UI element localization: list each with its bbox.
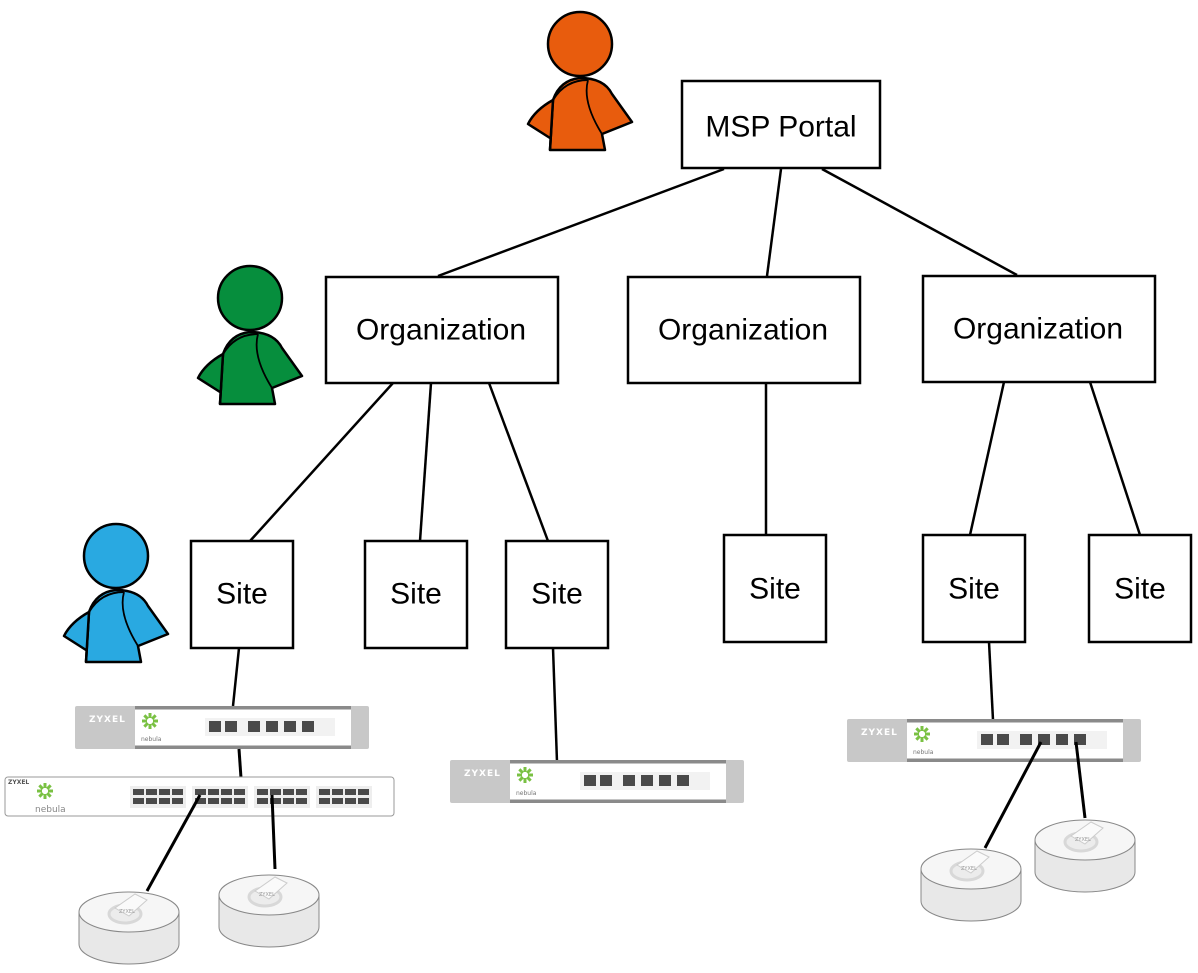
switch-port bbox=[172, 798, 183, 804]
access-point-device: ZYXEL bbox=[77, 890, 181, 966]
cable-switch-ap2 bbox=[270, 794, 277, 870]
site-node: Site bbox=[504, 539, 610, 650]
product-label: nebula bbox=[516, 790, 537, 797]
switch-port bbox=[221, 789, 232, 795]
edge-site5-gateway bbox=[987, 641, 995, 721]
switch-port bbox=[234, 789, 245, 795]
switch-port bbox=[208, 798, 219, 804]
switch-port bbox=[195, 798, 206, 804]
org-user-icon bbox=[196, 264, 304, 406]
edge-portal-org3 bbox=[821, 167, 1018, 277]
organization-label: Organization bbox=[953, 313, 1123, 346]
switch-port bbox=[296, 798, 307, 804]
switch-port bbox=[208, 789, 219, 795]
product-label: nebula bbox=[141, 736, 162, 743]
organization-label: Organization bbox=[356, 314, 526, 347]
site-node: Site bbox=[363, 539, 469, 650]
switch-port bbox=[234, 798, 245, 804]
site-label: Site bbox=[749, 573, 801, 606]
switch-port bbox=[345, 798, 356, 804]
edge-org1-site3 bbox=[487, 382, 550, 542]
switch-port bbox=[172, 789, 183, 795]
site-label: Site bbox=[390, 578, 442, 611]
vendor-label: ZYXEL bbox=[8, 779, 29, 786]
switch-port bbox=[332, 798, 343, 804]
site-node: Site bbox=[722, 533, 828, 644]
nebula-logo-icon bbox=[37, 783, 53, 799]
switch-port bbox=[358, 789, 369, 795]
site-node: Site bbox=[1087, 533, 1193, 644]
edge-site1-gateway bbox=[231, 647, 241, 707]
edge-org3-site6 bbox=[1088, 381, 1142, 536]
switch-port bbox=[146, 798, 157, 804]
msp-portal-label: MSP Portal bbox=[705, 111, 856, 144]
nebula-logo-icon bbox=[517, 767, 533, 783]
gateway-device: ZYXEL nebula bbox=[75, 706, 369, 749]
edge-portal-org2 bbox=[765, 168, 783, 277]
connector-lines bbox=[231, 167, 1142, 763]
switch-port bbox=[319, 789, 330, 795]
vendor-label: ZYXEL bbox=[119, 909, 135, 915]
switch-port bbox=[332, 789, 343, 795]
switch-port bbox=[257, 789, 268, 795]
switch-port bbox=[257, 798, 268, 804]
cable-gateway-ap2 bbox=[1074, 741, 1087, 819]
access-point-device: ZYXEL bbox=[217, 873, 321, 949]
switch-port bbox=[283, 798, 294, 804]
vendor-label: ZYXEL bbox=[89, 715, 126, 725]
vendor-label: ZYXEL bbox=[1075, 837, 1091, 843]
cable-gateway-ap1 bbox=[983, 741, 1043, 849]
gateway-device: ZYXEL nebula bbox=[847, 719, 1141, 762]
switch-port bbox=[270, 789, 281, 795]
switch-port bbox=[133, 798, 144, 804]
switch-port bbox=[159, 798, 170, 804]
switch-port bbox=[296, 789, 307, 795]
organization-node: Organization bbox=[626, 275, 862, 385]
switch-port bbox=[221, 798, 232, 804]
site-label: Site bbox=[531, 578, 583, 611]
site-label: Site bbox=[1114, 573, 1166, 606]
switch-port bbox=[133, 789, 144, 795]
cable-gateway-switch bbox=[237, 748, 243, 779]
switch-port bbox=[195, 789, 206, 795]
access-point-device: ZYXEL bbox=[1033, 818, 1137, 894]
switch-port bbox=[159, 789, 170, 795]
product-label: nebula bbox=[35, 805, 66, 815]
edge-org1-site1 bbox=[249, 382, 394, 542]
edge-org3-site5 bbox=[968, 381, 1006, 536]
site-node: Site bbox=[921, 533, 1027, 644]
switch-port bbox=[146, 789, 157, 795]
msp-user-icon bbox=[526, 10, 634, 152]
vendor-label: ZYXEL bbox=[464, 769, 501, 779]
site-user-icon bbox=[62, 522, 170, 664]
access-point-device: ZYXEL bbox=[919, 847, 1023, 923]
edge-site3-gateway bbox=[551, 647, 559, 763]
switch-port bbox=[270, 798, 281, 804]
organization-node: Organization bbox=[921, 274, 1157, 384]
organization-node: Organization bbox=[324, 275, 560, 385]
switch-port bbox=[319, 798, 330, 804]
nebula-logo-icon bbox=[914, 726, 930, 742]
switch-port bbox=[358, 798, 369, 804]
edge-org1-site2 bbox=[418, 382, 433, 542]
cable-switch-ap1 bbox=[145, 794, 202, 892]
gateway-device: ZYXEL nebula bbox=[450, 760, 744, 803]
vendor-label: ZYXEL bbox=[259, 892, 275, 898]
vendor-label: ZYXEL bbox=[961, 866, 977, 872]
switch-port bbox=[283, 789, 294, 795]
organization-label: Organization bbox=[658, 314, 828, 347]
nebula-logo-icon bbox=[142, 713, 158, 729]
site-label: Site bbox=[948, 573, 1000, 606]
product-label: nebula bbox=[913, 749, 934, 756]
switch-port bbox=[345, 789, 356, 795]
edge-portal-org1 bbox=[437, 167, 725, 278]
msp-portal-node: MSP Portal bbox=[680, 79, 882, 170]
vendor-label: ZYXEL bbox=[861, 728, 898, 738]
site-node: Site bbox=[189, 539, 295, 650]
site-label: Site bbox=[216, 578, 268, 611]
